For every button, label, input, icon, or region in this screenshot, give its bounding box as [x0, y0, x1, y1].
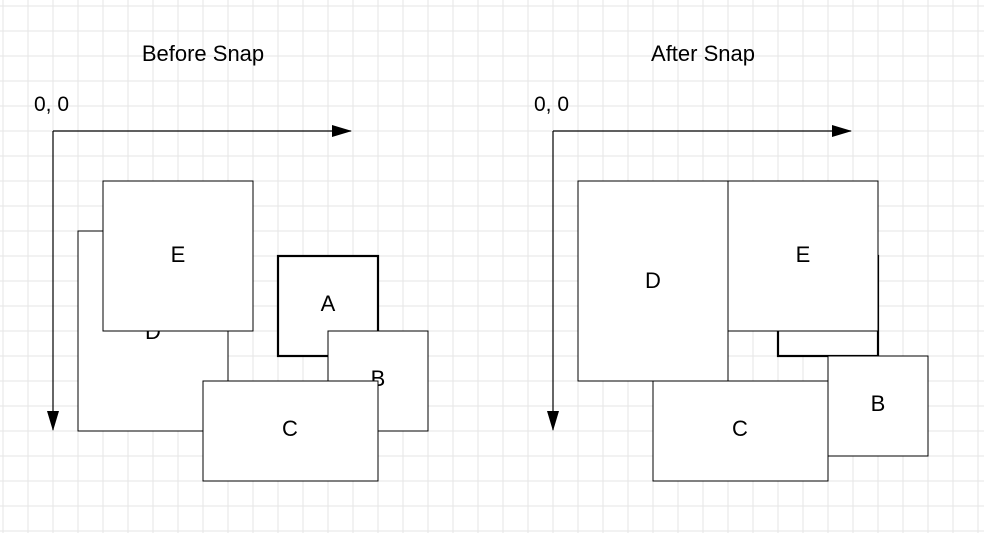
after-box-d-label: D: [645, 268, 661, 293]
before-box-e-label: E: [171, 242, 186, 267]
before-snap-panel: Before Snap 0, 0 D A B C E: [34, 41, 429, 482]
before-snap-title: Before Snap: [142, 41, 264, 66]
before-box-e[interactable]: E: [102, 180, 254, 332]
after-snap-panel: After Snap 0, 0 A D C B E: [534, 41, 929, 482]
after-box-b-label: B: [871, 391, 886, 416]
after-box-b[interactable]: B: [827, 355, 929, 457]
after-box-e[interactable]: E: [727, 180, 879, 332]
after-box-d[interactable]: D: [577, 180, 729, 382]
after-origin-label: 0, 0: [534, 93, 569, 116]
after-box-c-label: C: [732, 416, 748, 441]
before-box-a-label: A: [321, 291, 336, 316]
before-origin-label: 0, 0: [34, 93, 69, 116]
after-snap-title: After Snap: [651, 41, 755, 66]
after-box-c[interactable]: C: [652, 380, 829, 482]
after-box-e-label: E: [796, 242, 811, 267]
before-box-c-label: C: [282, 416, 298, 441]
before-box-c[interactable]: C: [202, 380, 379, 482]
